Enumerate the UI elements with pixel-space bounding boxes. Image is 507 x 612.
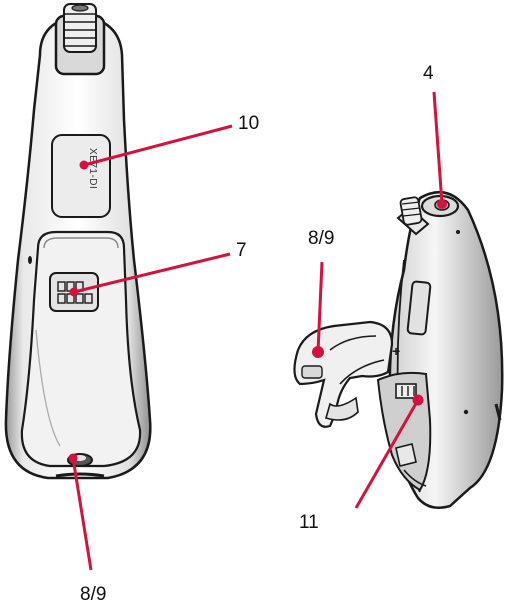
side-sound-tube-connector: [396, 196, 430, 236]
leader-dot-10: [79, 160, 89, 170]
callout-label-4: 4: [423, 63, 434, 84]
leader-dot-11: [412, 394, 424, 406]
leader-line-10: [83, 124, 233, 167]
leader-line-8-9-right: [316, 261, 324, 353]
callout-label-10: 10: [238, 113, 260, 134]
callout-label-8-9-right: 8/9: [308, 228, 335, 249]
battery-door: [20, 230, 142, 478]
model-label-text: XE71-DI: [87, 148, 98, 189]
leader-dot-8-9-bottom: [68, 453, 78, 463]
callout-label-8-9-bottom: 8/9: [80, 584, 107, 605]
leader-line-8-9-bottom: [71, 457, 93, 571]
battery-compartment: [376, 371, 432, 492]
callout-leaders: [68, 91, 447, 571]
hearing-aid-back-view: XE71-DI: [4, 3, 152, 480]
callout-label-11: 11: [299, 512, 319, 533]
leader-dot-7: [69, 287, 79, 297]
leader-line-4: [432, 91, 444, 205]
callout-label-7: 7: [236, 240, 247, 261]
sound-tube-connector: [54, 3, 106, 76]
leader-dot-8-9-right: [312, 346, 324, 358]
svg-text:+: +: [392, 343, 400, 359]
leader-line-11: [354, 399, 420, 509]
leader-dot-4: [437, 199, 447, 209]
model-label-plate: XE71-DI: [51, 134, 111, 218]
leader-line-7: [73, 252, 231, 294]
